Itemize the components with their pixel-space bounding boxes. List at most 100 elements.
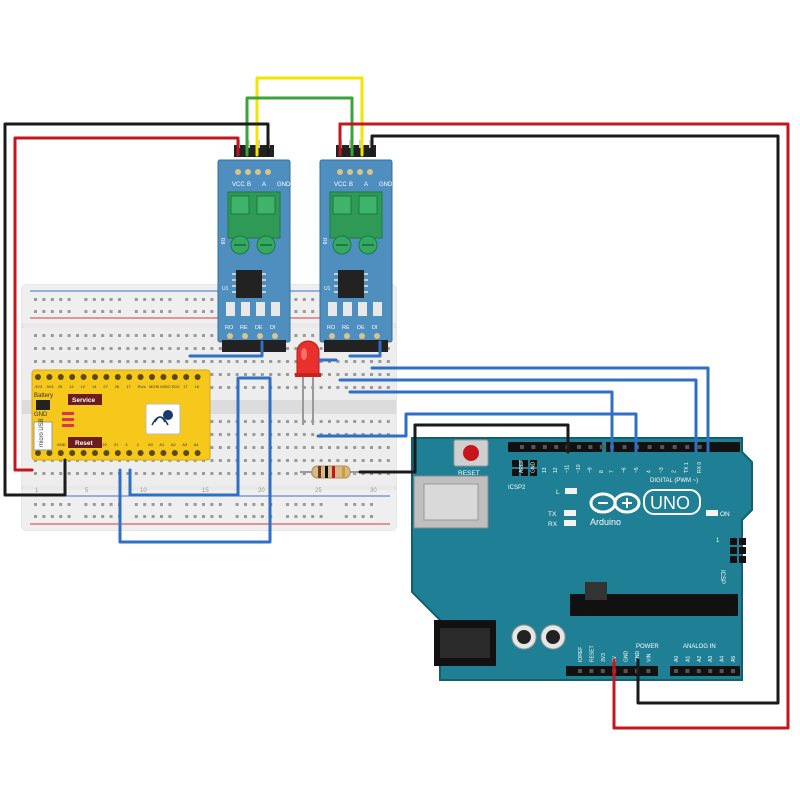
rail-hole — [311, 503, 315, 506]
strip-hole — [361, 386, 365, 389]
icsp2-pin — [512, 469, 519, 476]
strip-hole — [244, 459, 247, 462]
strip-hole — [109, 334, 113, 337]
smd-led-3 — [62, 424, 74, 427]
tx-led — [564, 510, 576, 516]
strip-hole — [67, 334, 71, 337]
rs485-top-pin-label: A — [262, 182, 266, 188]
chip-pin — [364, 273, 368, 275]
rail-hole — [134, 503, 138, 506]
capacitor-left-top — [517, 630, 531, 644]
col-number-20: 20 — [258, 488, 265, 494]
strip-hole — [244, 433, 247, 436]
strip-hole — [370, 360, 373, 363]
rail-hole — [101, 310, 105, 313]
led-rim — [295, 373, 321, 377]
strip-hole — [151, 360, 155, 363]
chip-pin — [364, 285, 368, 287]
rail-hole — [286, 503, 289, 506]
rail-hole — [294, 298, 298, 301]
power-pin — [589, 669, 594, 673]
wire-blue-left-de — [128, 376, 240, 497]
strip-hole — [143, 360, 147, 363]
digital-pin-label: 8 — [599, 470, 605, 473]
digital-pin-label: ~10 — [576, 464, 582, 473]
rail-hole — [42, 298, 46, 301]
esp-bottom-pin — [35, 450, 41, 456]
rail-hole — [84, 310, 88, 313]
esp-top-pin — [69, 374, 76, 380]
strip-hole — [218, 386, 222, 389]
l-label: L — [556, 489, 560, 496]
gnd-label: GND — [34, 412, 48, 418]
bottom-power-rail — [22, 490, 396, 530]
icsp-header — [730, 538, 746, 563]
strip-hole — [378, 420, 382, 423]
wire-black-resistor-gnd — [358, 423, 570, 474]
esp-top-pin — [46, 374, 53, 380]
rs485-bottom-pin-label: RO — [225, 325, 234, 331]
rail-hole — [319, 503, 323, 506]
esp-top-pin-label: 3V3 — [35, 384, 43, 389]
strip-hole — [92, 347, 96, 350]
rail-hole — [193, 310, 197, 313]
strip-hole — [185, 334, 189, 337]
chip-pin — [262, 279, 266, 281]
terminal-screw-housing — [358, 195, 378, 215]
strip-hole — [160, 347, 163, 350]
rail-hole — [168, 515, 172, 518]
rs485-pad — [242, 333, 248, 339]
arduino-brand-label: Arduino — [590, 517, 621, 527]
strip-hole — [244, 446, 247, 449]
power-pin-label: GND — [635, 651, 641, 663]
strip-hole — [361, 373, 365, 376]
digital-pin-label: 7 — [609, 470, 615, 473]
esp-top-pin — [126, 374, 133, 380]
strip-hole — [319, 459, 323, 462]
rail-hole — [353, 503, 357, 506]
rail-hole — [59, 298, 63, 301]
rail-hole — [193, 503, 197, 506]
strip-hole — [134, 334, 138, 337]
strip-hole — [328, 420, 331, 423]
wire-yellow-a-bus — [255, 76, 364, 157]
rail-hole — [42, 310, 46, 313]
strip-hole — [59, 360, 63, 363]
wire-blue-right-tx — [370, 366, 710, 454]
icsp-pin — [739, 556, 746, 563]
icsp2-pin — [530, 460, 537, 467]
rs485-bottom-pin-label: RO — [327, 325, 336, 331]
strip-hole — [59, 334, 63, 337]
rs485-smd-part — [256, 302, 265, 316]
strip-hole — [235, 360, 239, 363]
strip-hole — [168, 472, 172, 475]
rail-hole — [260, 503, 264, 506]
strip-hole — [386, 373, 390, 376]
strip-hole — [286, 459, 289, 462]
rs485-pad — [357, 169, 363, 175]
strip-hole — [185, 360, 189, 363]
rail-hole — [50, 298, 54, 301]
strip-hole — [353, 386, 357, 389]
strip-hole — [76, 347, 79, 350]
rail-hole — [134, 515, 138, 518]
rail-hole — [370, 515, 373, 518]
strip-hole — [260, 420, 264, 423]
wifi-logo-icon — [151, 410, 173, 426]
rs485-bottom-pin-label: RE — [342, 325, 350, 331]
esp-bottom-pin-label: A2 — [171, 442, 177, 447]
micro-usb-label: micro USB — [39, 418, 45, 447]
power-label: POWER — [636, 644, 659, 650]
rail-hole — [319, 515, 323, 518]
strip-hole — [176, 472, 180, 475]
rail-hole — [168, 503, 172, 506]
rail-hole — [160, 298, 163, 301]
rs485-pad — [344, 333, 350, 339]
rail-hole — [34, 503, 37, 506]
strip-hole — [50, 360, 54, 363]
strip-hole — [101, 472, 105, 475]
wire-blue-right-rx — [338, 378, 698, 454]
rail-hole — [143, 310, 147, 313]
strip-hole — [84, 334, 88, 337]
digital-pin-label: GND — [530, 462, 536, 474]
